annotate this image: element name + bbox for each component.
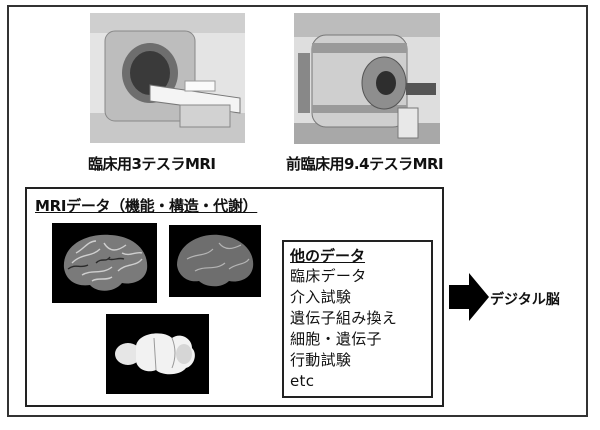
list-item: 細胞・遺伝子 [290, 330, 382, 348]
list-item: 臨床データ [290, 267, 367, 285]
digital-brain-label: デジタル脳 [490, 292, 560, 308]
right-arrow-icon [449, 273, 489, 325]
list-item: 遺伝子組み換え [290, 309, 398, 327]
other-data-box: 他のデータ 臨床データ 介入試験 遺伝子組み換え 細胞・遺伝子 行動試験 etc [282, 240, 433, 398]
clinical-mri-caption: 臨床用3テスラMRI [88, 155, 216, 173]
clinical-mri-photo [90, 13, 245, 143]
preclinical-mri-caption: 前臨床用9.4テスラMRI [286, 155, 444, 173]
other-data-title: 他のデータ [290, 247, 366, 265]
mri-data-box: MRIデータ（機能・構造・代謝） 他のデータ 臨床データ [25, 187, 444, 407]
list-item: 介入試験 [290, 288, 352, 306]
primate-brain-image [169, 225, 261, 297]
other-data-list: 臨床データ 介入試験 遺伝子組み換え 細胞・遺伝子 行動試験 etc [290, 266, 425, 392]
rodent-brain-image [106, 314, 209, 394]
mri-data-title: MRIデータ（機能・構造・代謝） [35, 197, 258, 215]
list-item: etc [290, 372, 315, 390]
list-item: 行動試験 [290, 351, 352, 369]
human-brain-image [52, 223, 157, 303]
preclinical-mri-photo [294, 13, 440, 144]
